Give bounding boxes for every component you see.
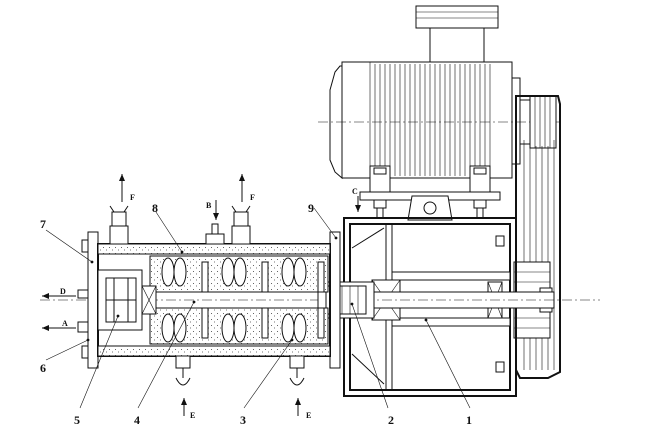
flow-labels: F F B C D A E E — [60, 187, 358, 420]
flow-label-b: B — [206, 201, 212, 210]
mixing-drum — [77, 205, 341, 386]
callout-7: 7 — [40, 217, 46, 231]
top-nozzles — [109, 205, 251, 245]
callout-5: 5 — [74, 413, 80, 427]
callout-4: 4 — [134, 413, 140, 427]
flow-arrows — [42, 174, 361, 416]
callout-8: 8 — [152, 201, 158, 215]
flow-label-e-right: E — [306, 411, 311, 420]
flow-label-a: A — [62, 319, 68, 328]
flow-label-e-left: E — [190, 411, 195, 420]
motor — [318, 5, 560, 221]
paddles-upper — [161, 257, 325, 293]
callout-9: 9 — [308, 201, 314, 215]
paddles-lower — [161, 307, 325, 343]
flow-label-d: D — [60, 287, 66, 296]
flow-label-f-left: F — [130, 193, 135, 202]
leader-lines — [45, 207, 471, 409]
callout-1: 1 — [466, 413, 472, 427]
callout-6: 6 — [40, 361, 46, 375]
flow-label-c: C — [352, 187, 358, 196]
flow-label-f-right: F — [250, 193, 255, 202]
callout-3: 3 — [240, 413, 246, 427]
callout-numbers: 1 2 3 4 5 6 7 8 9 — [40, 201, 472, 427]
bottom-nozzles — [175, 355, 305, 386]
callout-2: 2 — [388, 413, 394, 427]
